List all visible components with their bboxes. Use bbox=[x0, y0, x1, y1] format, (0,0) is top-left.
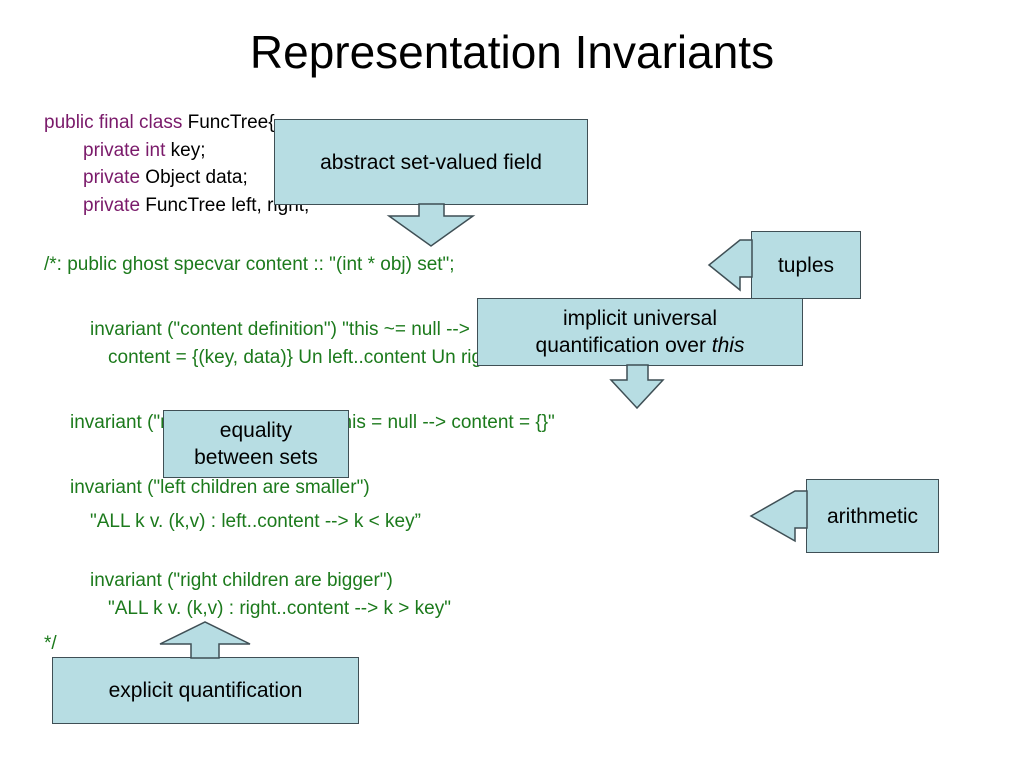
callout-abstract-field: abstract set-valued field bbox=[274, 119, 588, 205]
keyword: private bbox=[83, 167, 141, 188]
callout-implicit-quantification: implicit universal quantification over t… bbox=[477, 298, 803, 366]
keyword: public final class bbox=[44, 112, 183, 133]
callout-abstract-label: abstract set-valued field bbox=[320, 150, 542, 174]
code-line-left-formula: "ALL k v. (k,v) : left..content --> k < … bbox=[90, 511, 421, 532]
callout-implicit-this: this bbox=[711, 334, 745, 357]
code-line-ghost: /*: public ghost specvar content :: "(in… bbox=[44, 254, 455, 275]
code-line-close: */ bbox=[44, 633, 57, 654]
code-text: key; bbox=[165, 140, 206, 161]
callout-equality-line2: between sets bbox=[194, 446, 318, 469]
slide-title: Representation Invariants bbox=[249, 26, 775, 78]
callout-arithmetic: arithmetic bbox=[806, 479, 939, 553]
callout-equality: equality between sets bbox=[163, 410, 349, 478]
code-text: FuncTree{ bbox=[182, 112, 275, 133]
code-line-invariant-left: invariant ("left children are smaller") bbox=[70, 477, 370, 498]
code-line-right-formula: "ALL k v. (k,v) : right..content --> k >… bbox=[108, 598, 451, 619]
keyword: private int bbox=[83, 140, 166, 161]
callout-implicit-text: quantification over bbox=[535, 334, 712, 357]
code-line-data: private Object data; bbox=[83, 164, 248, 192]
callout-explicit-label: explicit quantification bbox=[108, 679, 303, 702]
code-line-key: private int key; bbox=[83, 137, 206, 165]
code-line-children: private FuncTree left, right; bbox=[83, 192, 309, 220]
code-line-invariant-right: invariant ("right children are bigger") bbox=[90, 570, 393, 591]
callout-implicit-line2: quantification over this bbox=[536, 332, 745, 359]
callout-tuples-label: tuples bbox=[777, 253, 835, 277]
code-text: Object data; bbox=[140, 167, 248, 188]
callout-implicit-line1: implicit universal bbox=[562, 307, 718, 330]
code-line-class: public final class FuncTree{ bbox=[44, 109, 275, 137]
callout-arithmetic-label: arithmetic bbox=[826, 504, 919, 528]
callout-tuples: tuples bbox=[751, 231, 861, 299]
callout-equality-line1: equality bbox=[219, 419, 293, 442]
keyword: private bbox=[83, 195, 141, 216]
code-line-invariant-content: invariant ("content definition") "this ~… bbox=[90, 319, 470, 340]
